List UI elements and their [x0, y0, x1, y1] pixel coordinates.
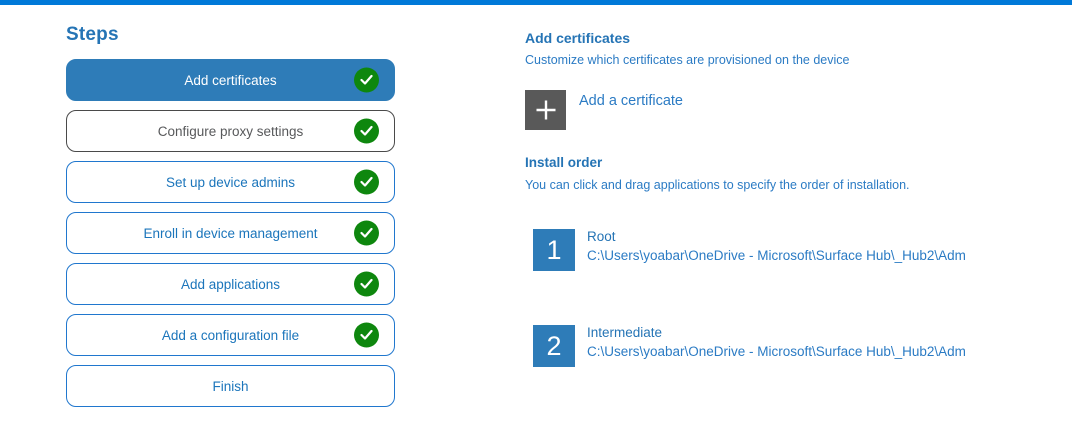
accent-bar — [0, 0, 1072, 5]
certificate-path: C:\Users\yoabar\OneDrive - Microsoft\Sur… — [587, 344, 966, 359]
certificate-name: Intermediate — [587, 325, 663, 340]
install-item-text: Intermediate C:\Users\yoabar\OneDrive - … — [587, 325, 966, 359]
install-order-title: Install order — [525, 155, 603, 170]
step-label: Add certificates — [184, 72, 277, 88]
page-title: Add certificates — [525, 30, 631, 46]
check-icon — [354, 220, 379, 246]
step-label: Add applications — [180, 276, 281, 292]
order-number-tile: 2 — [533, 325, 575, 367]
steps-panel: Steps Add certificates Configure proxy s… — [66, 24, 395, 416]
step-add-applications[interactable]: Add applications — [66, 263, 395, 305]
add-certificate-button[interactable]: Add a certificate — [525, 90, 1070, 130]
check-icon — [354, 67, 379, 93]
certificate-name: Root — [587, 229, 616, 244]
check-icon — [354, 322, 379, 348]
install-item-text: Root C:\Users\yoabar\OneDrive - Microsof… — [587, 229, 966, 263]
step-label: Set up device admins — [165, 174, 296, 190]
step-finish[interactable]: Finish — [66, 365, 395, 407]
step-label: Enroll in device management — [143, 225, 318, 241]
step-configure-proxy-settings[interactable]: Configure proxy settings — [66, 110, 395, 152]
page-subtitle: Customize which certificates are provisi… — [525, 53, 850, 67]
check-icon — [354, 118, 379, 144]
install-order-item-root[interactable]: 1 Root C:\Users\yoabar\OneDrive - Micros… — [533, 229, 1070, 271]
install-order-item-intermediate[interactable]: 2 Intermediate C:\Users\yoabar\OneDrive … — [533, 325, 1070, 367]
step-label: Configure proxy settings — [157, 123, 304, 139]
step-add-a-configuration-file[interactable]: Add a configuration file — [66, 314, 395, 356]
order-number-tile: 1 — [533, 229, 575, 271]
step-content-panel: Add certificates Customize which certifi… — [525, 30, 1070, 367]
check-icon — [354, 271, 379, 297]
steps-panel-title: Steps — [66, 24, 119, 45]
step-label: Finish — [212, 378, 249, 394]
add-certificate-label: Add a certificate — [579, 93, 683, 109]
step-label: Add a configuration file — [161, 327, 300, 343]
step-enroll-in-device-management[interactable]: Enroll in device management — [66, 212, 395, 254]
step-set-up-device-admins[interactable]: Set up device admins — [66, 161, 395, 203]
step-add-certificates[interactable]: Add certificates — [66, 59, 395, 101]
plus-icon[interactable] — [525, 90, 566, 130]
certificate-path: C:\Users\yoabar\OneDrive - Microsoft\Sur… — [587, 248, 966, 263]
check-icon — [354, 169, 379, 195]
install-order-description: You can click and drag applications to s… — [525, 178, 910, 192]
